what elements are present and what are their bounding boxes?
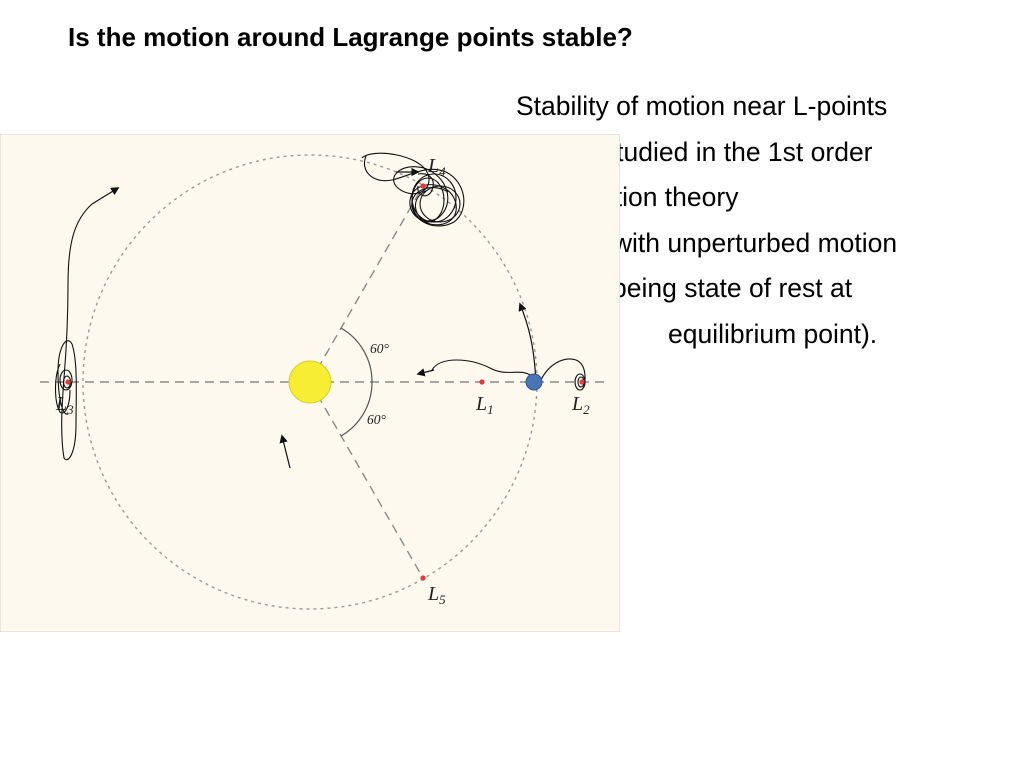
- lagrange-point-l5: [420, 575, 426, 581]
- angle-label-lower: 60°: [367, 412, 387, 427]
- arrow-l3: [91, 187, 120, 205]
- text-line: (with unperturbed motion: [604, 227, 898, 258]
- lagrange-point-l1: [479, 379, 485, 385]
- angle-arc-lower: [340, 381, 373, 437]
- trajectory-l2: [539, 358, 586, 391]
- angle-label-upper: 60°: [370, 341, 390, 356]
- sun: [288, 360, 332, 404]
- radial-line-l4: [309, 185, 424, 383]
- trajectory-l3: [54, 203, 93, 461]
- text-line: being state of rest at: [612, 273, 853, 303]
- motion-arrows: [91, 167, 537, 469]
- text-line: equilibrium point).: [668, 318, 878, 349]
- arrow-planet: [518, 302, 537, 383]
- lagrange-diagram-svg: 60° 60°: [0, 134, 620, 632]
- slide-title: Is the motion around Lagrange points sta…: [68, 22, 633, 52]
- lagrange-diagram: 60° 60°: [0, 134, 620, 632]
- label-l3: L3: [55, 393, 74, 417]
- lagrange-point-l4: [420, 183, 426, 189]
- label-l4: L4: [427, 155, 446, 179]
- planet: [525, 373, 543, 391]
- trajectory-l4: [361, 152, 465, 227]
- label-l2: L2: [571, 393, 590, 417]
- lagrange-point-l2: [579, 379, 585, 385]
- label-l1: L1: [475, 393, 494, 417]
- arrow-sun: [279, 434, 291, 469]
- arrow-l1: [416, 368, 435, 377]
- angle-arc-upper: [340, 327, 373, 383]
- text-line: Stability of motion near L-points: [516, 91, 888, 121]
- label-l5: L5: [427, 583, 446, 607]
- lagrange-point-l3: [65, 379, 71, 385]
- trajectories: [54, 152, 586, 461]
- radial-line-l5: [309, 381, 424, 579]
- trajectory-l1: [431, 359, 535, 379]
- explanation-text: Stability of motion near L-points can be…: [516, 84, 1016, 357]
